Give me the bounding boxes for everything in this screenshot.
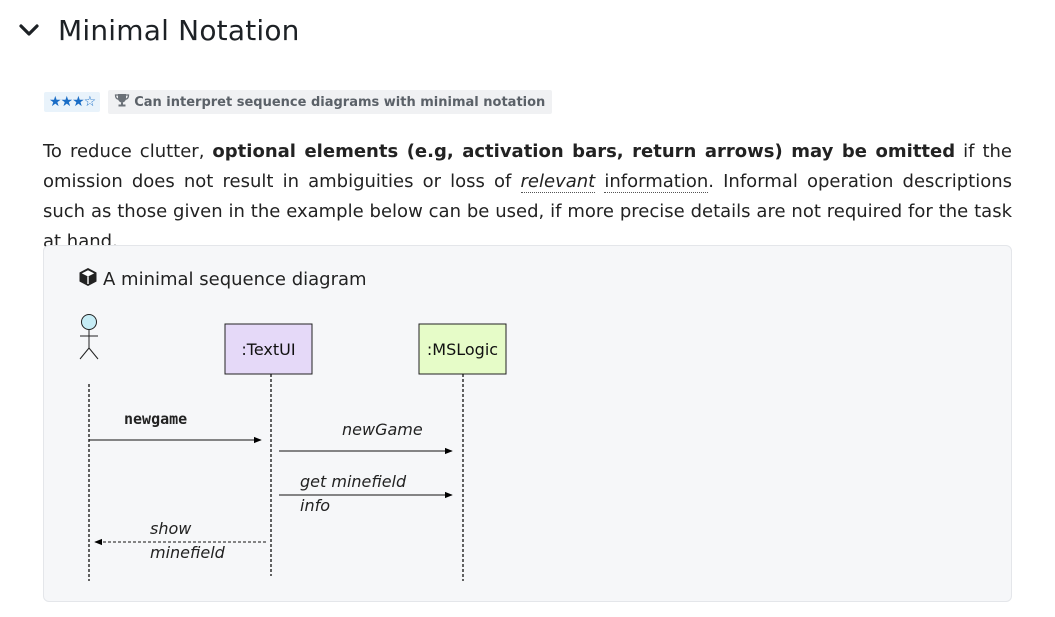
outcome-badge: Can interpret sequence diagrams with min…: [108, 90, 553, 114]
lifeline-mslogic-box: [418, 323, 507, 375]
text-span: [595, 171, 604, 192]
lifeline-textui-box: [224, 323, 313, 375]
msg-newgame-call-label: newGame: [342, 420, 423, 439]
cube-icon: [77, 266, 99, 293]
bold-text: optional elements (e.g, activation bars,…: [212, 141, 956, 162]
description-paragraph: To reduce clutter, optional elements (e.…: [43, 137, 1012, 257]
msg-show-label-1: show: [150, 519, 192, 538]
example-title-text: A minimal sequence diagram: [103, 269, 367, 290]
relevant-tooltip-term[interactable]: relevant: [520, 171, 596, 193]
text-span: if the omission does not result in ambig…: [43, 141, 1012, 192]
msg-newgame-label: newgame: [124, 410, 187, 428]
msg-get-minefield-label-2: info: [300, 496, 330, 515]
lifeline-mslogic-label: :MSLogic: [427, 340, 498, 359]
trophy-icon: [114, 93, 130, 111]
outcome-text: Can interpret sequence diagrams with min…: [134, 94, 546, 110]
section-title: Minimal Notation: [58, 13, 300, 47]
msg-get-minefield-label-1: get minefield: [300, 472, 407, 491]
difficulty-stars: ★★★☆: [44, 92, 101, 112]
text-span: To reduce clutter,: [43, 141, 213, 162]
example-panel: A minimal sequence diagram :TextUI :MSLo…: [43, 245, 1012, 602]
lifeline-textui-label: :TextUI: [241, 340, 295, 359]
text-span: . Informal operation descriptions such a…: [43, 171, 1012, 252]
chevron-down-icon[interactable]: [18, 19, 40, 41]
example-title: A minimal sequence diagram: [77, 266, 367, 293]
actor-head: [81, 314, 97, 330]
learning-outcome: ★★★☆ Can interpret sequence diagrams wit…: [44, 90, 553, 114]
msg-show-label-2: minefield: [150, 543, 226, 562]
actor-user: [79, 314, 99, 360]
information-tooltip-term[interactable]: information: [604, 171, 709, 193]
sequence-diagram: :TextUI :MSLogic newgame newGame get min…: [79, 314, 507, 581]
section-header[interactable]: Minimal Notation: [18, 8, 300, 52]
